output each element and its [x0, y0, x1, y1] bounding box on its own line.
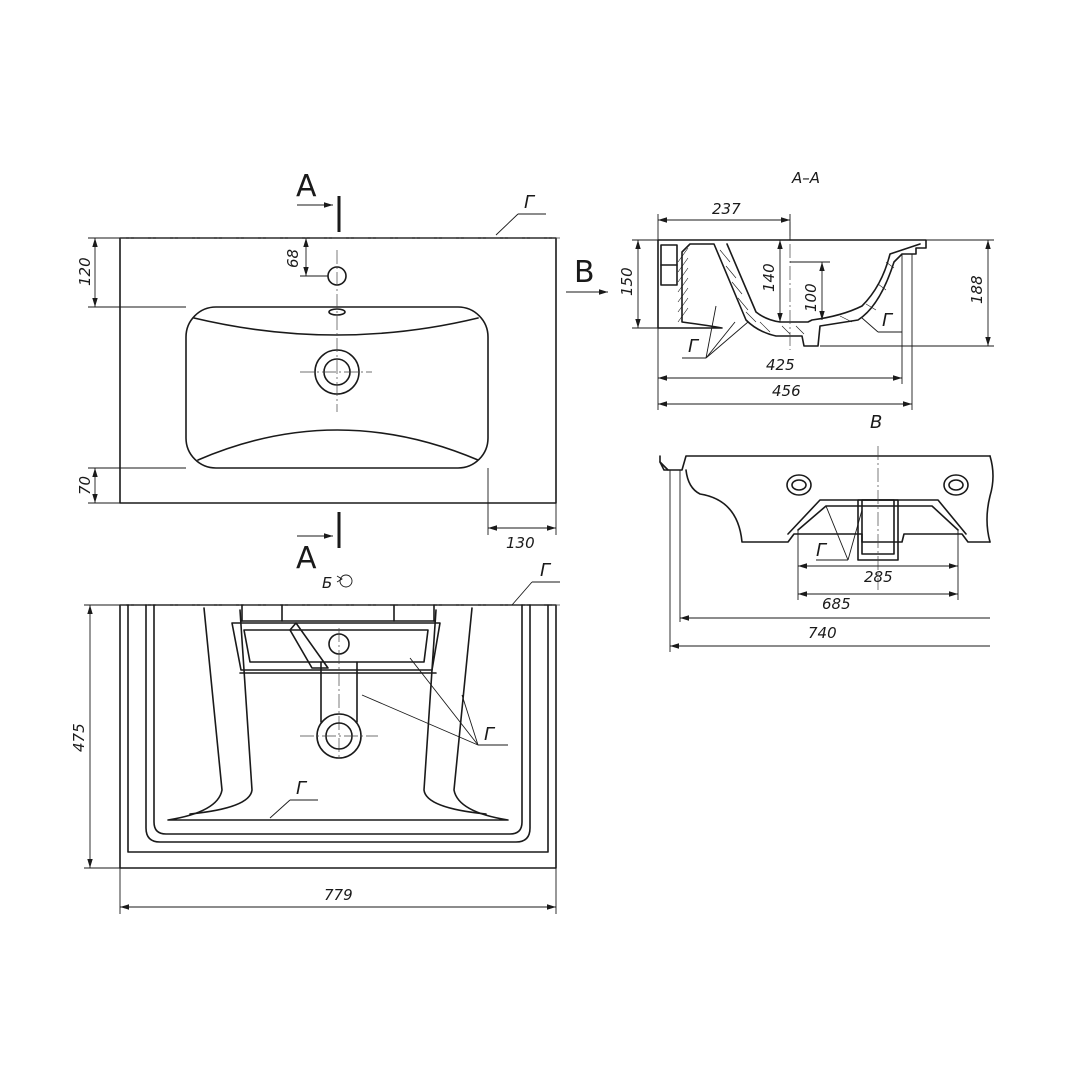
drain-channel	[320, 661, 358, 723]
section-a-outline	[657, 239, 927, 347]
dim-456: 456	[772, 382, 801, 400]
dim-188: 188	[968, 275, 986, 304]
top-view: A A B Г 120 68 70 130	[76, 169, 608, 576]
section-a-a: A–A Г Г 237 150 140 100	[618, 169, 994, 433]
mount-hole-left	[786, 474, 812, 496]
dim-685: 685	[822, 595, 851, 613]
dim-237: 237	[712, 200, 741, 218]
view-b-label: B	[574, 255, 595, 290]
view-v-g-label: Г	[816, 540, 828, 561]
overflow-slot	[328, 308, 346, 316]
top-g-label: Г	[524, 192, 536, 213]
view-v-label: В	[870, 412, 882, 433]
dim-150: 150	[618, 267, 636, 296]
bottom-g-label-3: Г	[540, 560, 552, 581]
dim-68: 68	[284, 249, 302, 268]
section-g-label-1: Г	[688, 336, 700, 357]
section-g-label-2: Г	[882, 310, 894, 331]
view-v: Г 285 685 740	[659, 446, 994, 652]
dim-425: 425	[766, 356, 795, 374]
dim-779: 779	[324, 886, 353, 904]
view-v-outline	[659, 455, 991, 471]
dim-740: 740	[808, 624, 837, 642]
section-a-top-label: A	[296, 169, 317, 204]
dim-285: 285	[864, 568, 893, 586]
dim-70: 70	[76, 476, 94, 495]
view-b-rot-label: Б	[322, 574, 332, 592]
dim-100: 100	[802, 283, 820, 312]
dim-140: 140	[760, 263, 778, 292]
dim-120: 120	[76, 257, 94, 286]
bottom-view: Б Г Г Г	[70, 560, 560, 914]
bottom-g-label-2: Г	[296, 778, 308, 799]
section-a-bottom-label: A	[296, 541, 317, 576]
bottom-g-label-1: Г	[484, 724, 496, 745]
dim-475: 475	[70, 723, 88, 752]
dim-130: 130	[506, 534, 535, 552]
mount-hole-right	[943, 474, 969, 496]
section-title: A–A	[791, 169, 820, 187]
